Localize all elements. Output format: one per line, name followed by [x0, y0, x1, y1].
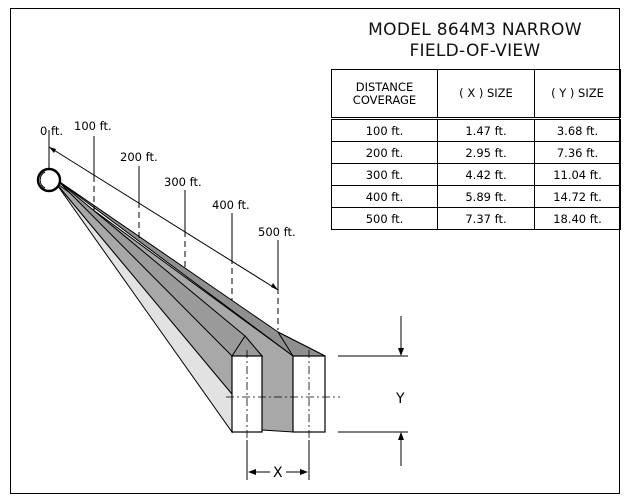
- table-row: 100 ft. 1.47 ft. 3.68 ft.: [331, 118, 621, 142]
- cell-x-size: 1.47 ft.: [437, 118, 535, 142]
- center-lines: [226, 350, 340, 440]
- model-title-line1: MODEL 864M3 NARROW: [368, 20, 582, 40]
- distance-axis: [48, 146, 279, 291]
- y-dimension-label: Y: [395, 391, 405, 407]
- cell-distance: 300 ft.: [331, 163, 438, 186]
- cell-x-size: 2.95 ft.: [437, 141, 535, 164]
- distance-label-200: 200 ft.: [120, 150, 158, 164]
- camera-lens-icon: [36, 167, 62, 193]
- cell-x-size: 5.89 ft.: [437, 185, 535, 208]
- cell-distance: 500 ft.: [331, 207, 438, 230]
- coverage-table-header: DISTANCE COVERAGE ( X ) SIZE ( Y ) SIZE: [331, 69, 621, 119]
- distance-label-300: 300 ft.: [164, 175, 202, 189]
- table-row: 300 ft. 4.42 ft. 11.04 ft.: [331, 163, 621, 186]
- distance-label-100: 100 ft.: [74, 119, 112, 133]
- header-distance-line2: COVERAGE: [352, 92, 417, 107]
- cell-y-size: 3.68 ft.: [534, 118, 621, 142]
- cell-distance: 200 ft.: [331, 141, 438, 164]
- cell-y-size: 11.04 ft.: [534, 163, 621, 186]
- distance-label-500: 500 ft.: [258, 225, 296, 239]
- model-title: MODEL 864M3 NARROW FIELD-OF-VIEW: [330, 20, 620, 62]
- cell-x-size: 7.37 ft.: [437, 207, 535, 230]
- table-row: 200 ft. 2.95 ft. 7.36 ft.: [331, 141, 621, 164]
- cell-y-size: 18.40 ft.: [534, 207, 621, 230]
- distance-label-400: 400 ft.: [212, 198, 250, 212]
- distance-label-0: 0 ft.: [40, 124, 63, 138]
- cell-y-size: 14.72 ft.: [534, 185, 621, 208]
- header-x-size: ( X ) SIZE: [437, 69, 535, 119]
- cell-distance: 400 ft.: [331, 185, 438, 208]
- table-row: 400 ft. 5.89 ft. 14.72 ft.: [331, 185, 621, 208]
- distance-ticks: [48, 130, 279, 330]
- cell-distance: 100 ft.: [331, 118, 438, 142]
- header-distance-line1: DISTANCE: [355, 79, 414, 94]
- coverage-table: DISTANCE COVERAGE ( X ) SIZE ( Y ) SIZE …: [331, 69, 621, 230]
- cell-y-size: 7.36 ft.: [534, 141, 621, 164]
- x-dimension-label: X: [273, 465, 283, 481]
- model-title-line2: FIELD-OF-VIEW: [409, 41, 541, 61]
- table-row: 500 ft. 7.37 ft. 18.40 ft.: [331, 207, 621, 230]
- cell-x-size: 4.42 ft.: [437, 163, 535, 186]
- header-y-size: ( Y ) SIZE: [534, 69, 621, 119]
- header-distance: DISTANCE COVERAGE: [331, 69, 438, 119]
